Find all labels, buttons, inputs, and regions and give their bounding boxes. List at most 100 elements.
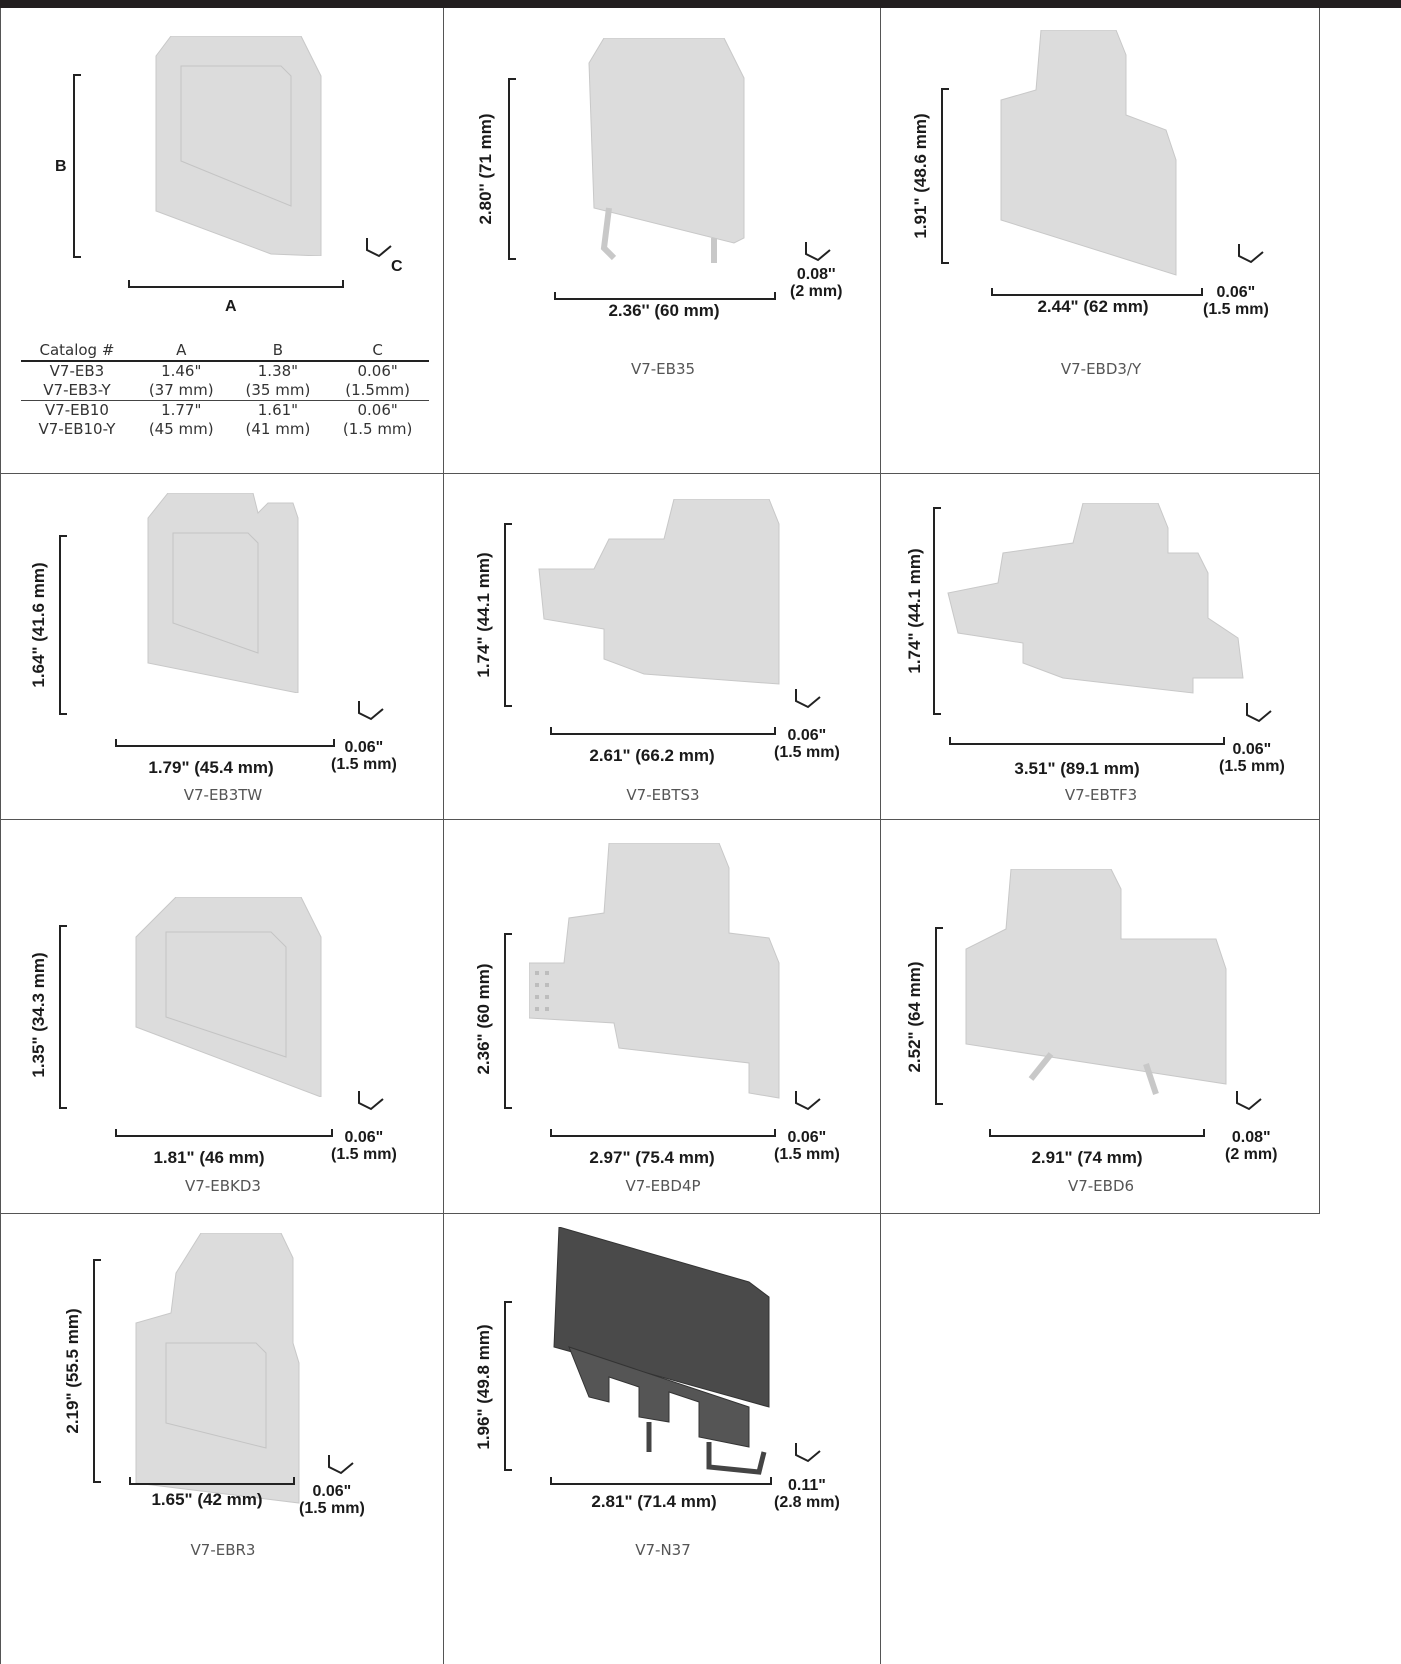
width-bracket — [550, 1129, 776, 1137]
thickness-mm: (1.5 mm) — [331, 1146, 397, 1163]
col-catalog: Catalog # — [21, 341, 133, 362]
height-dimension: 2.36" (60 mm) — [474, 963, 493, 1075]
part-caption: V7-EB3TW — [183, 786, 263, 804]
thickness-in: 0.11" — [787, 1477, 826, 1494]
thickness-dimension: 0.06"(1.5 mm) — [331, 1129, 397, 1163]
dim-a-letter: A — [225, 298, 237, 315]
end-barrier-image — [965, 869, 1227, 1095]
width-dimension: 2.97" (75.4 mm) — [589, 1148, 715, 1167]
end-barrier-image — [947, 503, 1244, 694]
thickness-mm: (2 mm) — [1225, 1146, 1278, 1163]
thickness-in: 0.06" — [344, 739, 384, 756]
cell: 0.06" — [357, 362, 398, 380]
thickness-dimension: 0.11"(2.8 mm) — [774, 1477, 840, 1511]
part-caption: V7-EBD3/Y — [1060, 360, 1142, 378]
thickness-dimension: 0.06"(1.5 mm) — [774, 727, 840, 761]
height-dimension: 1.74" (44.1 mm) — [474, 552, 493, 678]
cell: (1.5mm) — [345, 381, 411, 399]
width-dimension: 1.65" (42 mm) — [151, 1490, 263, 1509]
width-bracket — [550, 1477, 772, 1485]
width-dimension: 1.79" (45.4 mm) — [148, 758, 274, 777]
thickness-mm: (2.8 mm) — [774, 1494, 840, 1511]
height-dimension: 2.19" (55.5 mm) — [63, 1308, 82, 1434]
thickness-mm: (1.5 mm) — [1203, 301, 1269, 318]
width-bracket — [115, 1129, 333, 1137]
part-caption: V7-EBKD3 — [185, 1177, 261, 1195]
cell: V7-EB3-Y — [43, 381, 111, 399]
part-caption: V7-EBR3 — [190, 1541, 256, 1559]
width-dimension: 2.91" (74 mm) — [1031, 1148, 1143, 1167]
height-bracket — [504, 523, 512, 707]
width-bracket — [550, 727, 776, 735]
cell: V7-EB3 — [49, 362, 105, 380]
thickness-in: 0.06" — [787, 1129, 827, 1146]
width-bracket — [115, 739, 335, 747]
thickness-in: 0.06" — [1232, 741, 1272, 758]
thickness-dimension: 0.08''(2 mm) — [790, 266, 842, 300]
dim-b-bracket — [73, 74, 81, 258]
thickness-dimension: 0.06"(1.5 mm) — [1203, 284, 1269, 318]
thickness-in: 0.08'' — [796, 266, 836, 283]
cell: V7-EB10 — [21, 400, 133, 420]
end-barrier-image — [135, 897, 322, 1097]
dim-b-letter: B — [55, 158, 67, 175]
thickness-dimension: 0.06"(1.5 mm) — [299, 1483, 365, 1517]
height-dimension: 1.64" (41.6 mm) — [29, 562, 48, 688]
panel-ebd4p: 2.36" (60 mm) 2.97" (75.4 mm) 0.06"(1.5 … — [443, 819, 881, 1214]
thickness-icon — [805, 242, 831, 262]
end-barrier-image — [135, 1233, 300, 1504]
cell: 1.46" — [161, 362, 202, 380]
cell: (45 mm) — [148, 420, 214, 438]
end-barrier-image — [1000, 30, 1177, 276]
height-dimension: 1.91" (48.6 mm) — [911, 113, 930, 239]
cell: 0.06" — [326, 400, 429, 420]
height-bracket — [504, 933, 512, 1109]
col-c: C — [326, 341, 429, 362]
table-row: V7-EB3-Y(37 mm)(35 mm)(1.5mm) — [21, 381, 429, 401]
thickness-dimension: 0.08"(2 mm) — [1225, 1129, 1277, 1163]
thickness-mm: (2 mm) — [790, 283, 843, 300]
thickness-in: 0.06" — [344, 1129, 384, 1146]
height-dimension: 1.96" (49.8 mm) — [474, 1324, 493, 1450]
part-caption: V7-EBTS3 — [626, 786, 700, 804]
top-bar — [0, 0, 1401, 8]
thickness-mm: (1.5 mm) — [1219, 758, 1285, 775]
height-dimension: 1.35" (34.3 mm) — [29, 952, 48, 1078]
col-a: A — [132, 341, 230, 362]
panel-ebd6: 2.52" (64 mm) 2.91" (74 mm) 0.08"(2 mm) … — [880, 819, 1320, 1214]
thickness-mm: (1.5 mm) — [299, 1500, 365, 1517]
height-bracket — [59, 535, 67, 715]
end-barrier-image — [588, 38, 745, 263]
width-bracket — [991, 288, 1203, 296]
thickness-mm: (1.5 mm) — [331, 756, 397, 773]
panel-ebkd3: 1.35" (34.3 mm) 1.81" (46 mm) 0.06"(1.5 … — [0, 819, 444, 1214]
end-barrier-image — [538, 499, 780, 685]
end-barrier-image — [529, 843, 780, 1099]
end-barrier-image — [155, 36, 322, 256]
panel-eb35: 2.80'' (71 mm) 2.36'' (60 mm) 0.08''(2 m… — [443, 8, 881, 474]
end-barrier-image — [147, 493, 299, 693]
width-bracket — [949, 737, 1225, 745]
dim-c-letter: C — [391, 258, 403, 275]
width-dimension: 3.51" (89.1 mm) — [1014, 759, 1140, 778]
panel-eb3tw: 1.64" (41.6 mm) 1.79" (45.4 mm) 0.06"(1.… — [0, 473, 444, 820]
part-caption: V7-EB35 — [630, 360, 696, 378]
thickness-icon — [358, 1091, 384, 1111]
height-bracket — [941, 88, 949, 264]
cell: (37 mm) — [148, 381, 214, 399]
width-dimension: 2.61" (66.2 mm) — [589, 746, 715, 765]
panel-ebr3: 2.19" (55.5 mm) 1.65" (42 mm) 0.06"(1.5 … — [0, 1213, 444, 1664]
part-caption: V7-EBD4P — [625, 1177, 701, 1195]
thickness-icon — [795, 689, 821, 709]
cell: 1.77" — [132, 400, 230, 420]
panel-ebtf3: 1.74" (44.1 mm) 3.51" (89.1 mm) 0.06"(1.… — [880, 473, 1320, 820]
thickness-dimension: 0.06"(1.5 mm) — [1219, 741, 1285, 775]
thickness-in: 0.06" — [312, 1483, 352, 1500]
cell: (1.5 mm) — [342, 420, 413, 438]
thickness-icon — [358, 701, 384, 721]
width-bracket — [989, 1129, 1205, 1137]
end-barrier-image — [553, 1227, 770, 1475]
